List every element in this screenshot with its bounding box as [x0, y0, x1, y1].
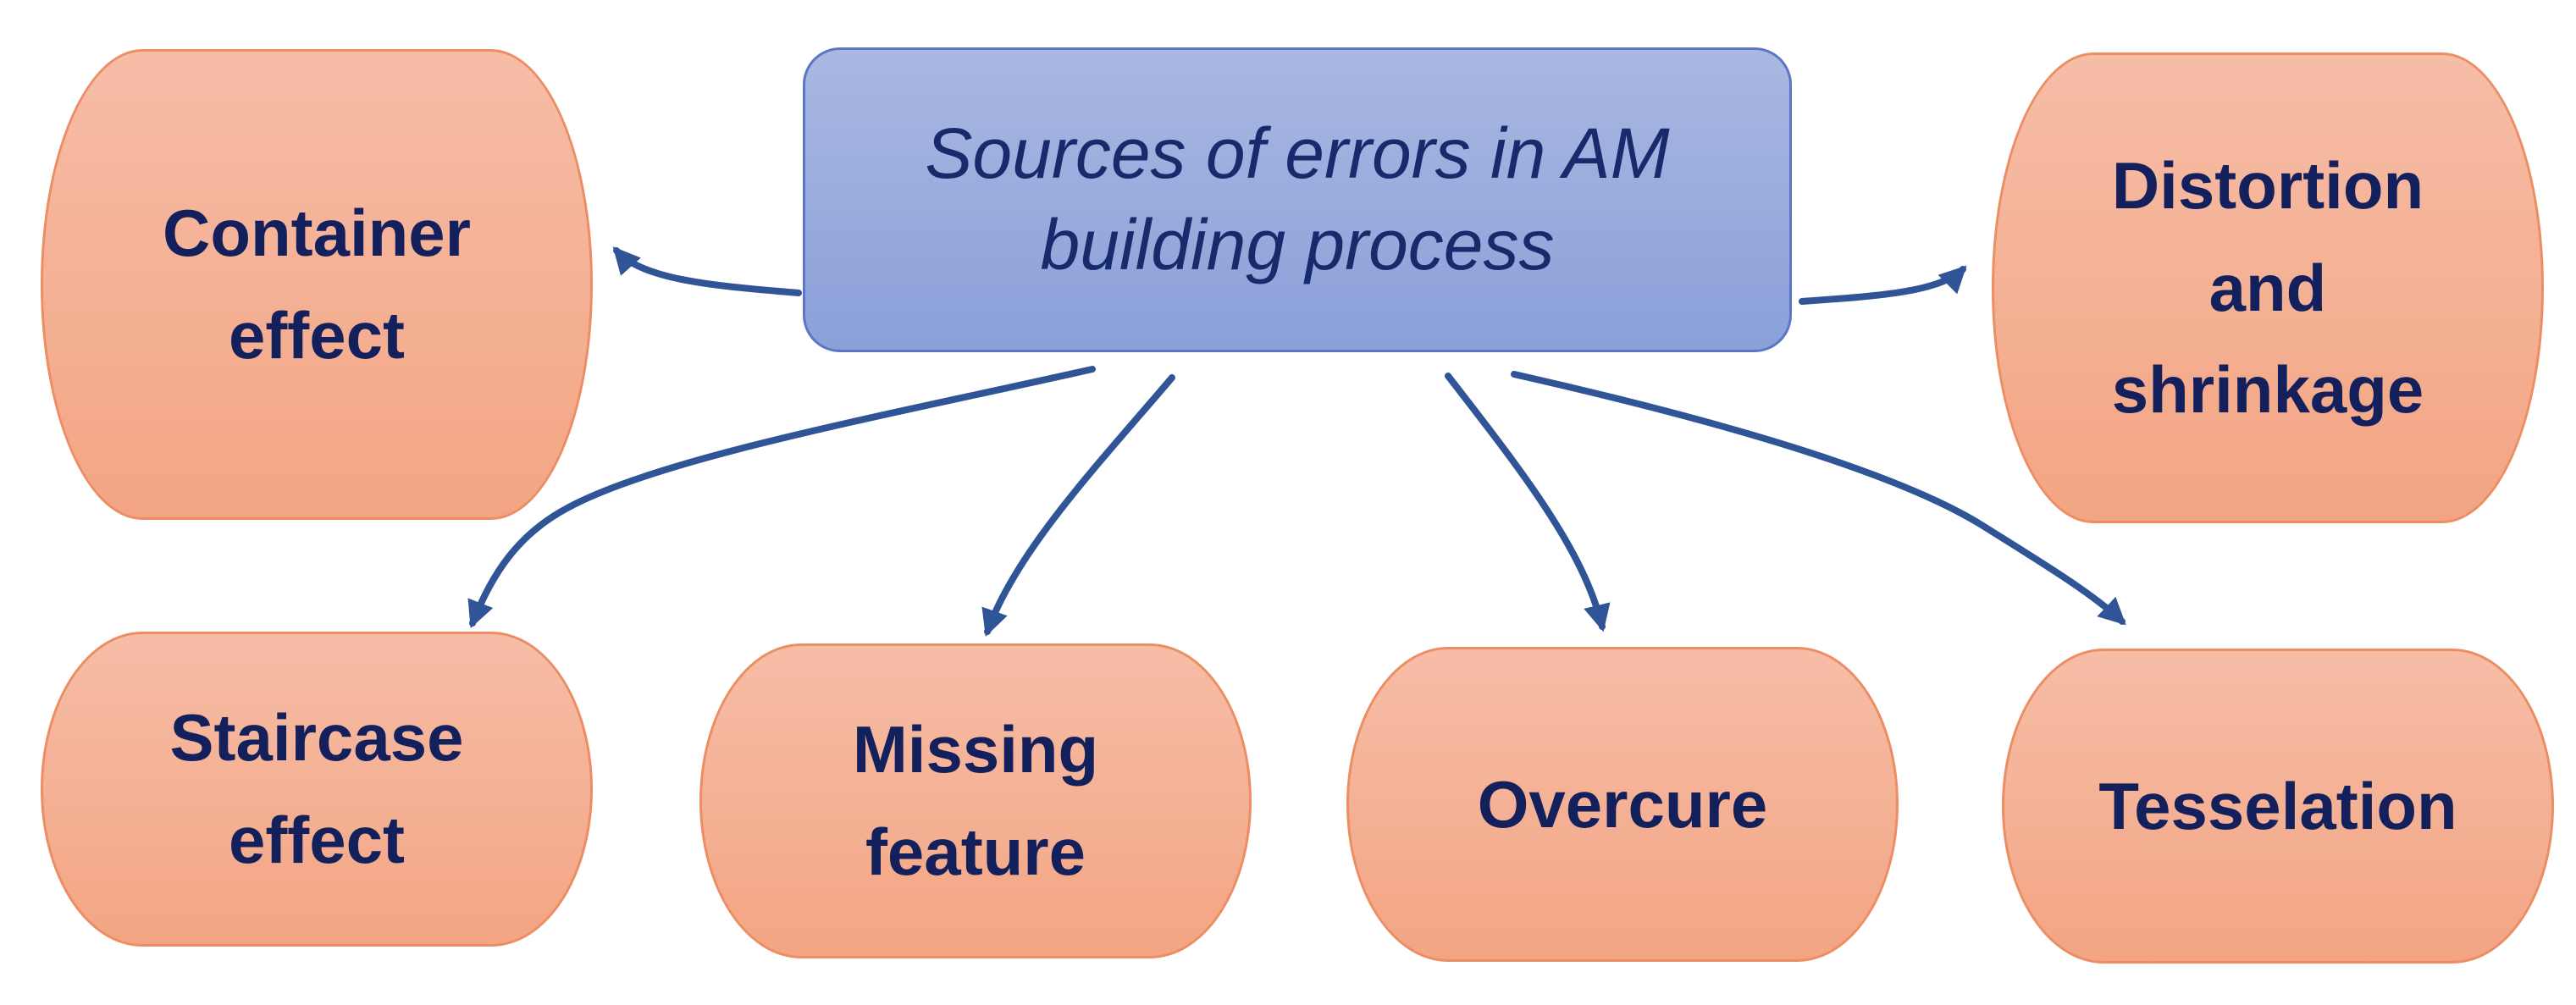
arrow-to-distortion-shrinkage [1799, 265, 1967, 305]
node-label: Container effect [162, 196, 472, 373]
node-label: Overcure [1477, 766, 1768, 842]
center-topic-box: Sources of errors in AM building process [803, 47, 1792, 352]
arrow-to-staircase-effect [467, 366, 1096, 628]
arrow-to-container-effect [612, 246, 802, 296]
arrow-to-overcure [1445, 373, 1611, 632]
node-label: Distortion and shrinkage [2111, 147, 2424, 428]
node-label: Tesselation [2098, 768, 2457, 843]
node-distortion-shrinkage: Distortion and shrinkage [1992, 52, 2544, 523]
node-staircase-effect: Staircase effect [41, 632, 593, 947]
node-overcure: Overcure [1346, 647, 1899, 962]
node-missing-feature: Missing feature [699, 643, 1252, 958]
node-container-effect: Container effect [41, 49, 593, 520]
node-tesselation: Tesselation [2002, 649, 2554, 964]
node-label: Missing feature [852, 712, 1099, 889]
arrow-to-missing-feature [981, 374, 1175, 638]
arrow-to-tesselation [1511, 371, 2126, 626]
center-topic-title: Sources of errors in AM building process [925, 113, 1670, 284]
node-label: Staircase effect [169, 700, 464, 877]
